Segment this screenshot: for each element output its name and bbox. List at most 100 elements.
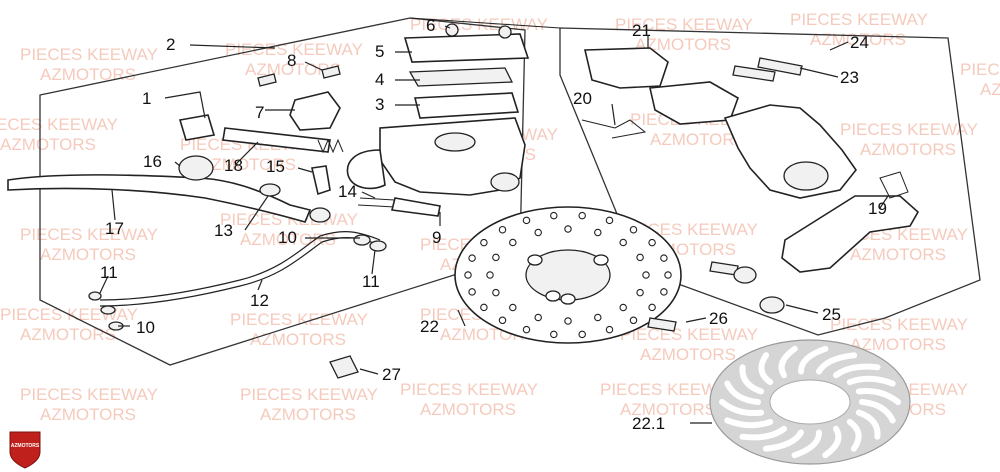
watermark-text: PIECES KEEWAY	[840, 120, 978, 139]
disc-hole	[509, 238, 517, 247]
vent-slot	[724, 380, 761, 405]
disc-hole	[564, 225, 572, 233]
vent-slot	[719, 398, 765, 417]
brand-logo-shield	[9, 431, 41, 469]
watermark-text: PIECES KEEWAY	[615, 15, 753, 34]
disc-hole	[550, 330, 558, 339]
label-14: 14	[338, 182, 357, 201]
disc-bolt-a	[647, 317, 677, 332]
disc-hole	[636, 253, 644, 262]
piston-cap	[178, 114, 216, 141]
watermark-text: PIECES KEEWAY	[0, 115, 118, 134]
caliper-pin-a	[732, 65, 776, 82]
brake-disc-holes	[464, 211, 672, 339]
label-11-left: 11	[100, 263, 118, 282]
watermark-subtext: AZMOTORS	[40, 405, 136, 424]
label-11-right: 11	[362, 272, 380, 291]
disc-hole	[619, 303, 627, 312]
label-17: 17	[105, 219, 124, 238]
watermark-text: PIECES KEEWAY	[830, 315, 968, 334]
disc-hole	[594, 313, 602, 322]
clip-27	[329, 355, 359, 379]
watermark-subtext: AZMOTORS	[850, 245, 946, 264]
brand-logo: AZMOTORS	[9, 431, 41, 469]
bleeder-screw	[357, 197, 396, 208]
watermark-subtext: AZMOTORS	[240, 230, 336, 249]
disc-hole	[619, 238, 627, 247]
disc-hole	[550, 211, 558, 220]
master-cylinder-clamp	[346, 149, 386, 190]
disc-hole	[605, 325, 614, 334]
banjo-bolt	[391, 197, 441, 217]
caliper-panel	[559, 27, 981, 336]
vent-slot	[816, 352, 858, 375]
disc-hole	[564, 317, 572, 325]
disc-hole	[636, 288, 644, 297]
vent-slot	[758, 352, 774, 386]
piston-rod	[222, 127, 331, 153]
brake-pad-a	[583, 47, 669, 89]
disc-hole	[629, 225, 638, 234]
label-16: 16	[143, 152, 162, 171]
disc-hole	[578, 330, 586, 339]
label-12: 12	[250, 291, 269, 310]
vent-slot	[833, 363, 881, 379]
disc-hole	[492, 288, 500, 297]
disc-hole	[468, 254, 476, 262]
vent-slot	[846, 418, 862, 452]
disc-hole	[498, 225, 507, 234]
label-27: 27	[382, 365, 401, 384]
brake-hose	[99, 231, 381, 301]
watermark-subtext: AZMOTORS	[980, 80, 1000, 99]
label-4: 4	[375, 70, 384, 89]
watermark-subtext: AZMOTORS	[250, 330, 346, 349]
disc-hole	[664, 271, 672, 279]
disc-hole	[492, 253, 500, 262]
disc-hole	[486, 271, 494, 279]
master-cylinder-port	[434, 132, 476, 152]
cover-screw-left	[445, 23, 459, 37]
cover-screw-right	[498, 25, 512, 39]
watermark-text: PIECES KEEWAY	[230, 310, 368, 329]
label-7: 7	[255, 103, 264, 122]
label-19: 19	[868, 199, 887, 218]
watermark-subtext: AZMOTORS	[20, 325, 116, 344]
watermark-text: PIECES KEEWAY	[400, 380, 538, 399]
vent-slot	[724, 417, 774, 429]
label-9: 9	[432, 228, 441, 247]
disc-hole	[509, 303, 517, 312]
disc-hole	[648, 303, 656, 312]
vent-slot	[791, 429, 822, 459]
vented-disc-hub	[769, 379, 851, 425]
pivot-bolt	[311, 165, 331, 196]
watermark-text: PIECES KEEWAY	[960, 60, 1000, 79]
screw-a	[257, 73, 277, 87]
watermark-text: PIECES KEEWAY	[240, 385, 378, 404]
hose-washer-d	[100, 305, 116, 315]
disc-hole	[480, 303, 488, 312]
label-21: 21	[632, 21, 651, 40]
label-22-1: 22.1	[632, 414, 665, 433]
dust-boot	[178, 155, 214, 181]
spacer-b	[759, 296, 785, 314]
watermark-text: PIECES KEEWAY	[600, 380, 738, 399]
disc-hole	[629, 316, 638, 325]
label-6: 6	[426, 16, 435, 35]
label-3: 3	[375, 95, 384, 114]
panel-connector-line	[409, 17, 561, 29]
caliper-pin-b	[757, 57, 803, 76]
hose-washer-b	[369, 240, 387, 252]
bracket-clip	[879, 171, 909, 199]
watermark-subtext: AZMOTORS	[0, 135, 96, 154]
disc-hub-boss	[545, 290, 561, 302]
vented-disc-slots	[719, 345, 901, 459]
label-22: 22	[420, 317, 439, 336]
master-cylinder-body	[379, 117, 526, 196]
disc-hole	[468, 288, 476, 296]
reservoir-diaphragm	[413, 92, 520, 119]
label-10-lower: 10	[136, 318, 155, 337]
watermark-subtext: AZMOTORS	[620, 400, 716, 419]
vent-slot	[739, 364, 765, 395]
label-10-upper: 10	[278, 228, 297, 247]
hose-washer-a	[353, 234, 371, 246]
